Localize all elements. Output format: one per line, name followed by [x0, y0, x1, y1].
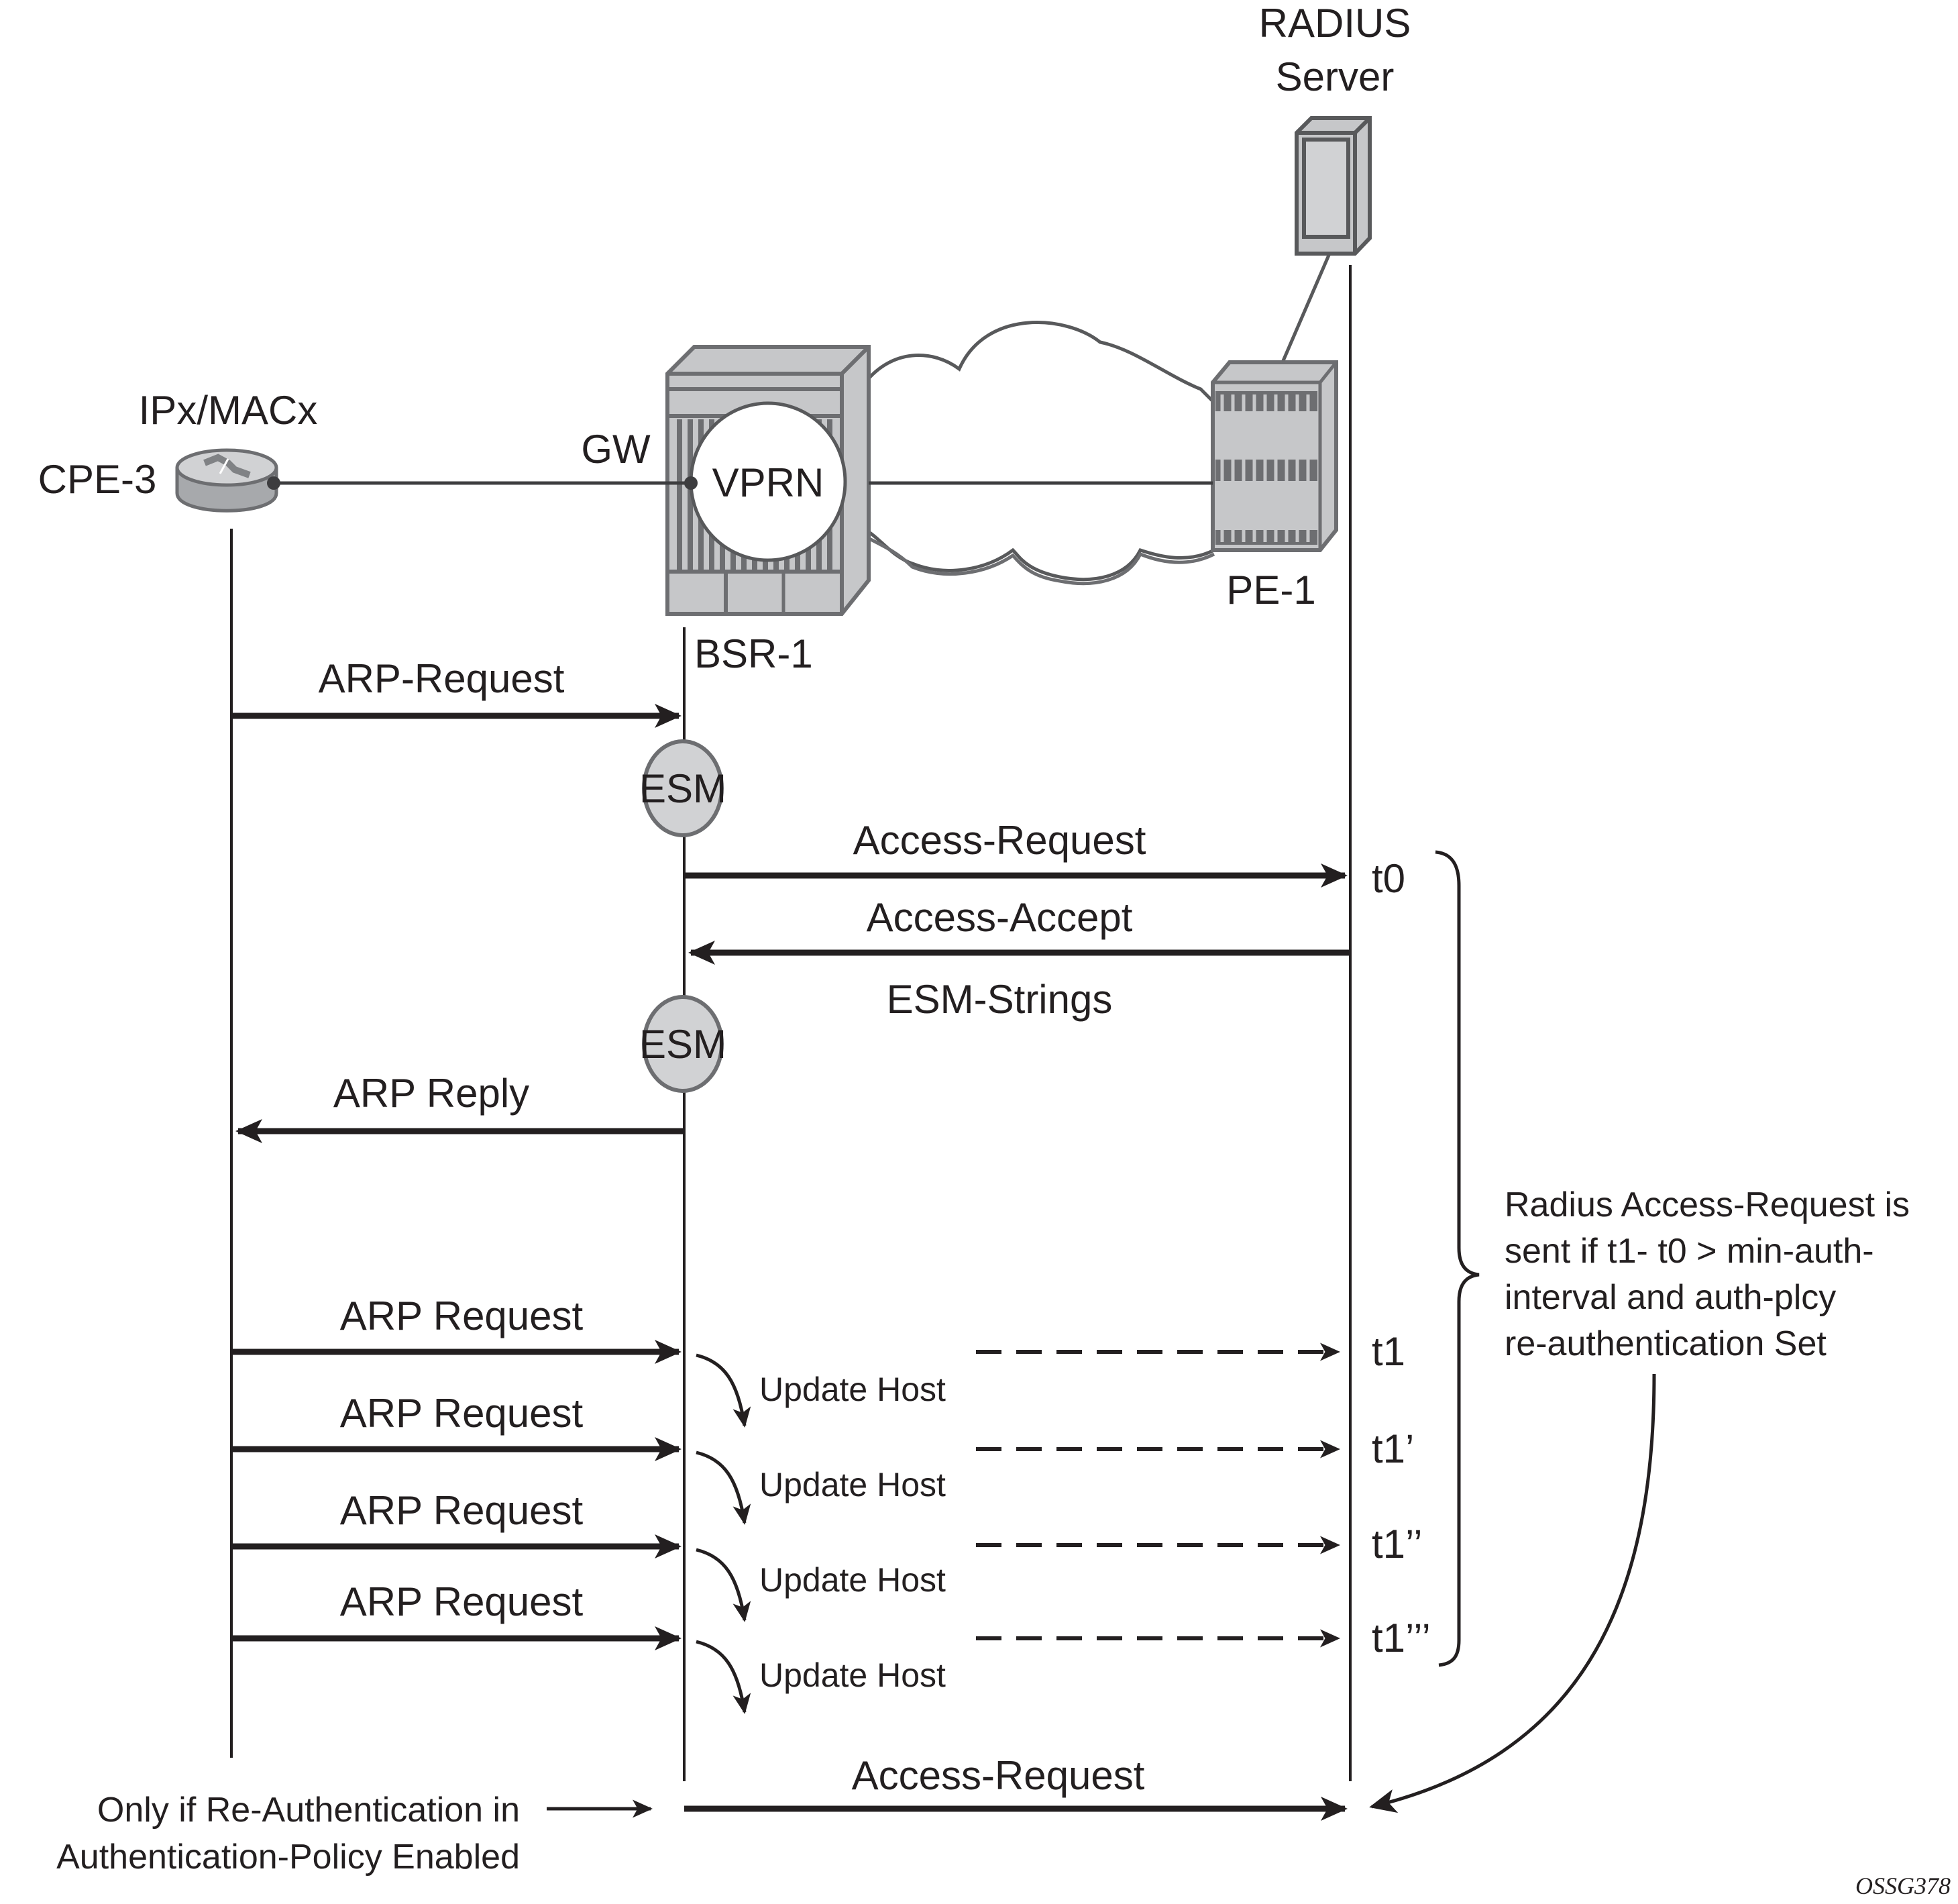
server-icon [1295, 116, 1372, 256]
gw-label: GW [581, 427, 651, 472]
access-request-final-label: Access-Request [852, 1753, 1145, 1798]
esm-bubble-1 [642, 739, 724, 837]
cpe-label: CPE-3 [38, 457, 157, 502]
arp-reply-label: ARP Reply [333, 1071, 529, 1116]
esm-label-1: ESM [639, 766, 726, 811]
esm-label-2: ESM [639, 1022, 726, 1067]
cpe-router-icon [175, 448, 278, 513]
arp-request-row: ARP Request Update Host t1 [231, 1293, 1405, 1428]
update-host-curved-arrow [696, 1548, 751, 1622]
brace-note-line4: re-authentication Set [1505, 1324, 1827, 1363]
access-accept-label: Access-Accept [867, 895, 1133, 940]
cpe-address-label: IPx/MACx [139, 388, 318, 433]
figure-id: OSSG378 [1855, 1872, 1951, 1899]
access-request-1-label: Access-Request [853, 818, 1146, 863]
condition-note-line1: Only if Re-Authentication in [97, 1791, 520, 1830]
esm-bubble-2 [642, 995, 724, 1093]
bsr-label: BSR-1 [694, 631, 813, 676]
update-host-label: Update Host [759, 1371, 946, 1408]
t1-triple-prime-label: t1’’’ [1372, 1616, 1431, 1660]
arp-request-label: ARP Request [340, 1391, 584, 1436]
cpe-port-dot [267, 476, 280, 490]
brace-note-line3: interval and auth-plcy [1505, 1278, 1836, 1317]
arp-request-label: ARP Request [340, 1579, 584, 1624]
arp-request-row: ARP Request Update Host t1’’ [231, 1488, 1423, 1622]
server-to-pe-link [1281, 253, 1331, 363]
update-host-label: Update Host [759, 1656, 946, 1694]
vprn-label: VPRN [712, 460, 824, 505]
pe-router-icon [1211, 360, 1338, 552]
arp-request-initial-label: ARP-Request [319, 656, 565, 701]
update-host-label: Update Host [759, 1561, 946, 1599]
esm-strings-label: ESM-Strings [887, 977, 1113, 1022]
arp-request-label: ARP Request [340, 1293, 584, 1338]
time-interval-brace [1435, 850, 1480, 1667]
t1-double-prime-label: t1’’ [1372, 1522, 1423, 1567]
t0-label: t0 [1372, 856, 1405, 901]
update-host-curved-arrow [696, 1640, 751, 1714]
note-to-final-request-arrow [1369, 1373, 1656, 1813]
radius-server: RADIUS Server [1259, 1, 1411, 363]
condition-note-line2: Authentication-Policy Enabled [56, 1838, 520, 1876]
t1-label: t1 [1372, 1329, 1405, 1374]
brace-note-line2: sent if t1- t0 > min-auth- [1505, 1232, 1874, 1271]
arp-request-label: ARP Request [340, 1488, 584, 1533]
t1-prime-label: t1’ [1372, 1426, 1414, 1471]
update-host-curved-arrow [696, 1450, 751, 1525]
brace-note-line1: Radius Access-Request is [1505, 1185, 1910, 1224]
arp-request-row: ARP Request Update Host t1’’’ [231, 1579, 1431, 1714]
arp-request-row: ARP Request Update Host t1’ [231, 1391, 1414, 1525]
update-host-curved-arrow [696, 1353, 751, 1428]
network-cloud [863, 321, 1216, 582]
radius-server-label-line2: Server [1276, 54, 1395, 99]
pe-label: PE-1 [1226, 568, 1315, 613]
gw-port-dot [684, 476, 698, 490]
radius-server-label-line1: RADIUS [1259, 1, 1411, 46]
update-host-label: Update Host [759, 1466, 946, 1503]
